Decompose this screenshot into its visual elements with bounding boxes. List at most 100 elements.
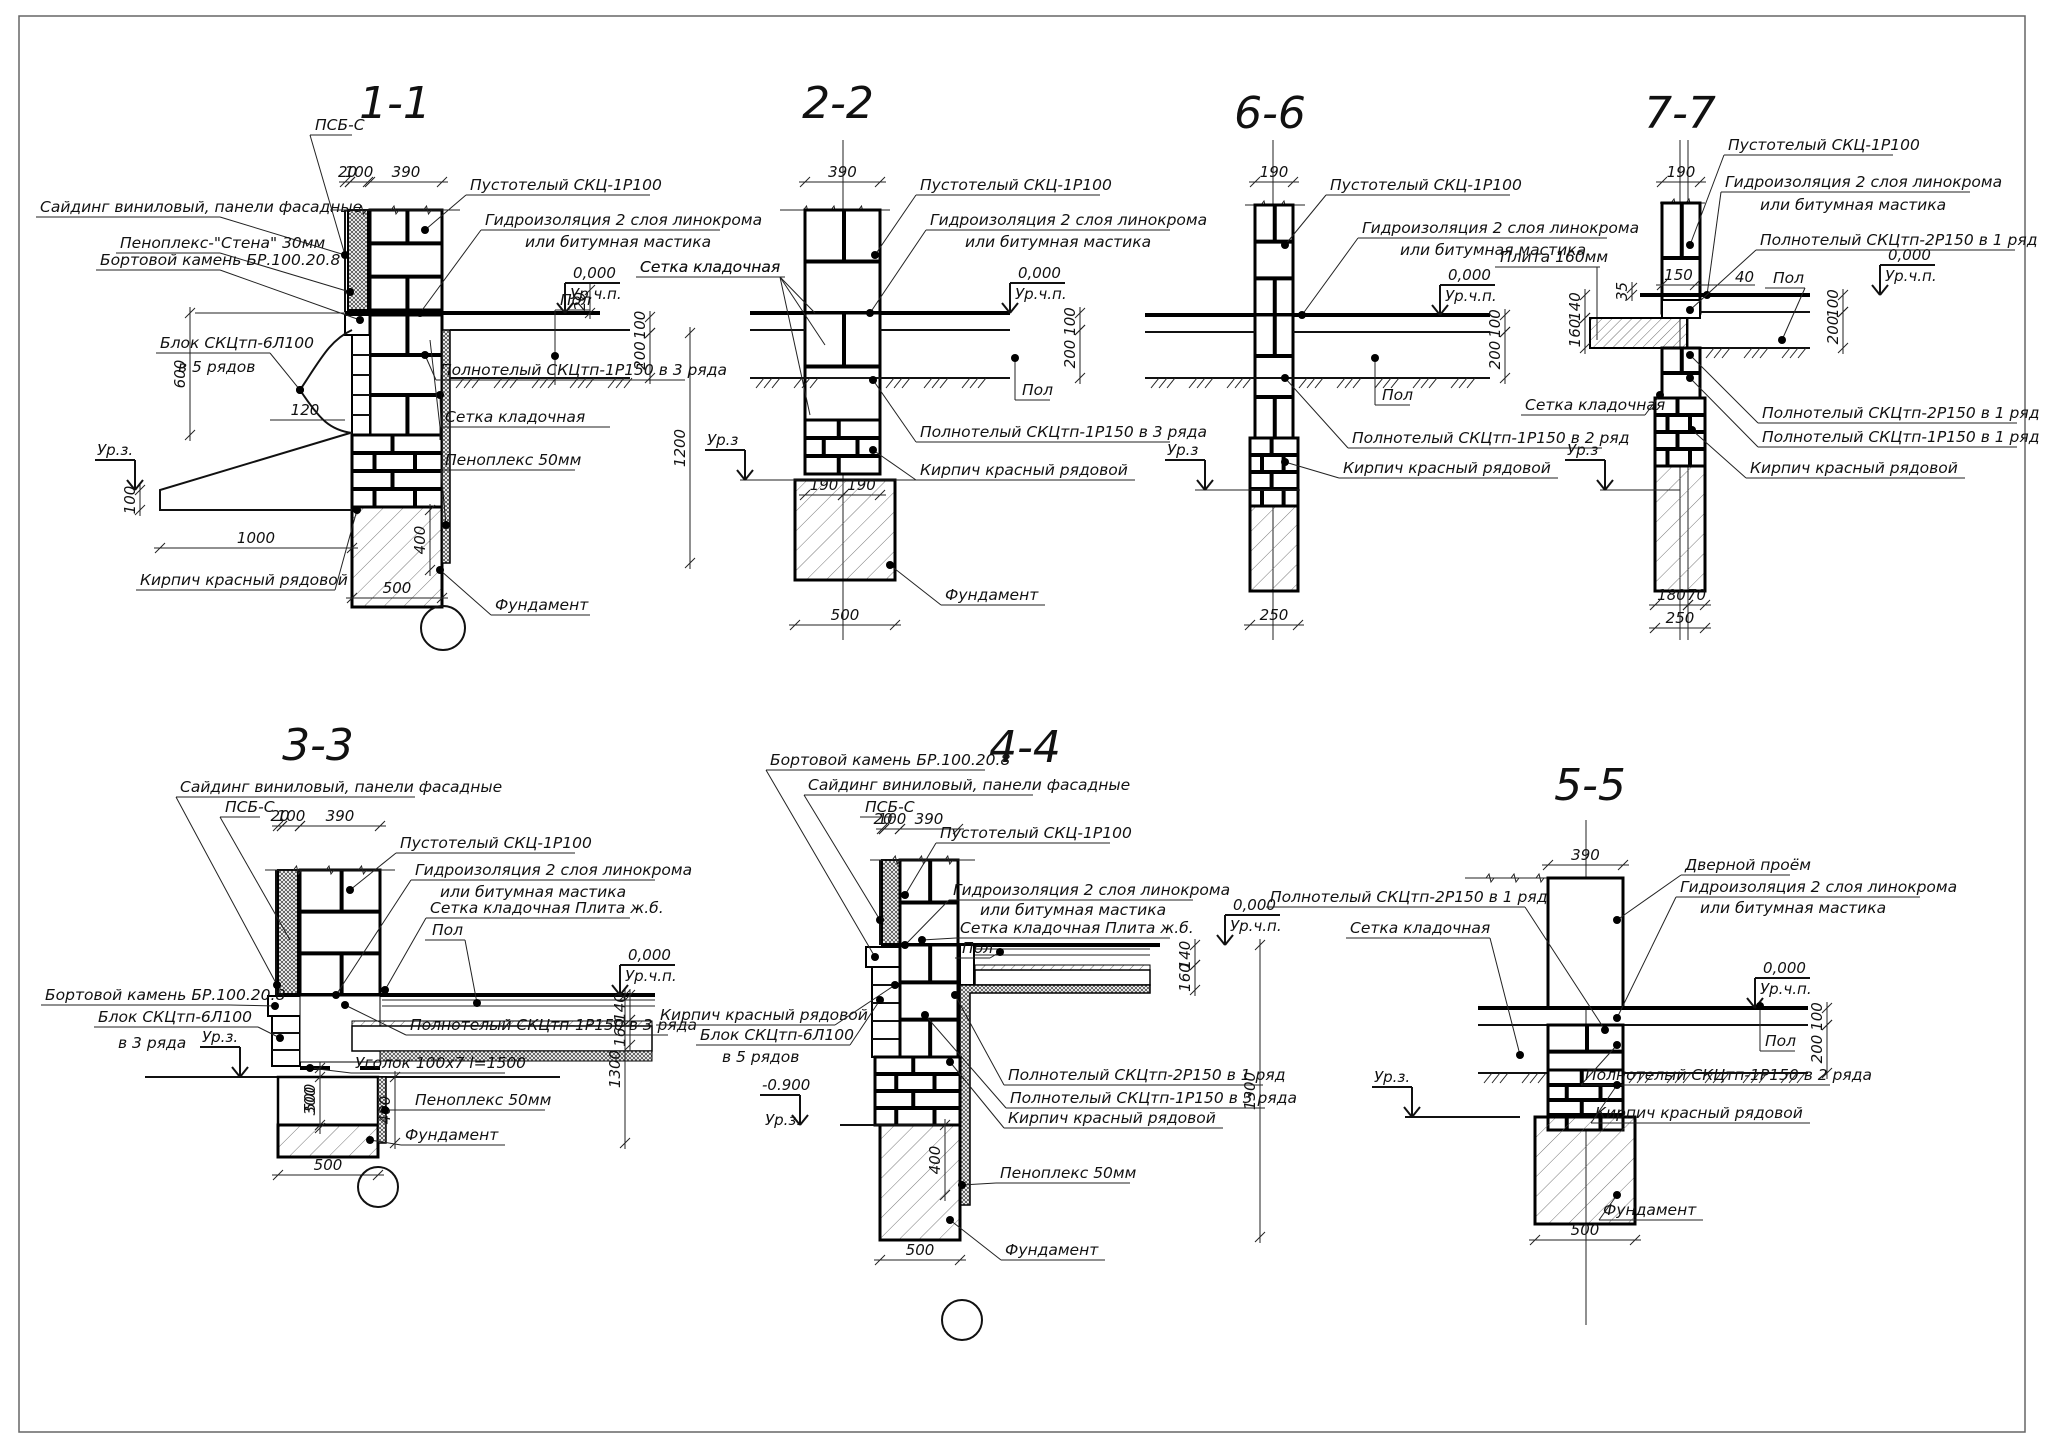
callout-label: Гидроизоляция 2 слоя линокрома (953, 881, 1230, 899)
callout-label: Гидроизоляция 2 слоя линокрома (415, 861, 692, 879)
leader-line (349, 852, 397, 891)
ground-level-label: Ур.з (1167, 441, 1198, 459)
leader-dot (1613, 1191, 1621, 1199)
floor-label: Пол (1022, 381, 1053, 399)
dimension-tick (1074, 372, 1086, 384)
leader-line (229, 1004, 276, 1007)
level-mark-arrow (1746, 997, 1756, 1009)
leader-dot (366, 1136, 374, 1144)
dimension-text: 500 (314, 1156, 343, 1174)
leader-dot (901, 941, 909, 949)
callout-label: Кирпич красный рядовой (1008, 1109, 1216, 1127)
ground-level-label: Ур.з. (97, 441, 133, 459)
dimension-text: 200 (1824, 316, 1842, 345)
dimension-tick (584, 284, 596, 296)
floor-label: Пол (1382, 386, 1413, 404)
level-tag: Ур.ч.п. (1885, 267, 1937, 285)
dimension-tick (1689, 279, 1701, 291)
level-tag: Ур.ч.п. (625, 967, 677, 985)
dimension-tick (644, 311, 656, 323)
dimension-tick (1656, 176, 1668, 188)
callout-label: Полнотелый СКЦтп-1Р150 в 1 ряд (1762, 428, 2039, 446)
ground-hatch (771, 377, 781, 389)
dimension-text: 1300 (1241, 1072, 1259, 1110)
ground-hatch (1196, 377, 1206, 389)
dimension-tick (184, 307, 196, 319)
ground-hatch (763, 377, 773, 389)
dimension-tick (619, 989, 631, 1001)
dimension-tick (436, 176, 448, 188)
callout-label: Гидроизоляция 2 слоя линокрома (1725, 173, 2002, 191)
leader-line (384, 917, 427, 991)
ground-hatch (1450, 377, 1460, 389)
ground-level-arrow (1596, 479, 1606, 491)
section-title: 4-4 (989, 722, 1061, 773)
level-mark-arrow (1871, 284, 1881, 296)
leader-dot (871, 251, 879, 259)
ground-hatch (1382, 377, 1392, 389)
dimension-tick (1821, 1067, 1833, 1079)
ground-level-arrow (736, 469, 746, 481)
ground-hatch (1298, 377, 1308, 389)
callout-label: Сетка кладочная Плита ж.б. (960, 919, 1194, 937)
callout-label: Фундамент (405, 1126, 499, 1144)
ground-hatch (1705, 347, 1715, 359)
break-mark (1485, 872, 1495, 884)
leader-line (219, 216, 346, 256)
level-tag: Ур.ч.п. (1230, 917, 1282, 935)
ground-hatch (1644, 1072, 1654, 1084)
dimension-tick (314, 1062, 326, 1074)
callout-label: Дверной проём (1684, 856, 1811, 874)
psb-insulation (277, 869, 299, 996)
leader-line (1706, 191, 1722, 296)
leader-line (309, 134, 346, 256)
ground-hatch (931, 377, 941, 389)
leader-line (1489, 937, 1521, 1056)
leader-dot (1778, 336, 1786, 344)
leader-line (1590, 1084, 1618, 1124)
leader-line (1644, 394, 1661, 416)
dimension-tick (624, 989, 636, 1001)
dimension-tick (874, 1254, 886, 1266)
leader-line (424, 194, 467, 231)
ground-hatch (923, 377, 933, 389)
dimension-tick (952, 823, 964, 835)
ground-hatch (1758, 1072, 1768, 1084)
leader-dot (869, 376, 877, 384)
foundation-block (1248, 504, 1300, 593)
ground-hatch (1781, 347, 1791, 359)
callout-label: Гидроизоляция 2 слоя линокрома (930, 211, 1207, 229)
leader-dot (901, 891, 909, 899)
ground-hatch (1374, 377, 1384, 389)
ground-hatch (1226, 377, 1236, 389)
dimension-text: 300 (301, 1087, 319, 1116)
dimension-tick (1649, 622, 1661, 634)
leader-line (1284, 194, 1327, 246)
leader-dot (871, 953, 879, 961)
ground-hatch (1428, 377, 1438, 389)
leader-dot (1756, 1002, 1764, 1010)
ground-hatch (793, 377, 803, 389)
ground-hatch (1636, 1072, 1646, 1084)
ground-hatch (1352, 377, 1362, 389)
ground-hatch (1458, 377, 1468, 389)
ground-hatch (1314, 377, 1324, 389)
leader-line (219, 252, 351, 293)
ground-hatch (1750, 1072, 1760, 1084)
leader-line (1598, 1194, 1618, 1221)
level-tag: Ур.ч.п. (1760, 980, 1812, 998)
penoplex-50-layer (441, 329, 451, 564)
dimension-tick (939, 1119, 951, 1131)
dimension-tick (314, 1119, 326, 1131)
block-skc-6l100 (871, 966, 901, 1058)
block-skc-6l100 (351, 334, 371, 436)
dimension-text: 1300 (606, 1050, 624, 1088)
callout-label: или битумная мастика (1760, 196, 1946, 214)
ground-hatch (1483, 1072, 1493, 1084)
leader-line (219, 816, 291, 941)
callout-label: Кирпич красный рядовой (660, 1006, 868, 1024)
dimension-text: 20 (873, 810, 892, 828)
leader-dot (421, 351, 429, 359)
ground-hatch (1521, 1072, 1531, 1084)
dimension-tick (424, 504, 436, 516)
